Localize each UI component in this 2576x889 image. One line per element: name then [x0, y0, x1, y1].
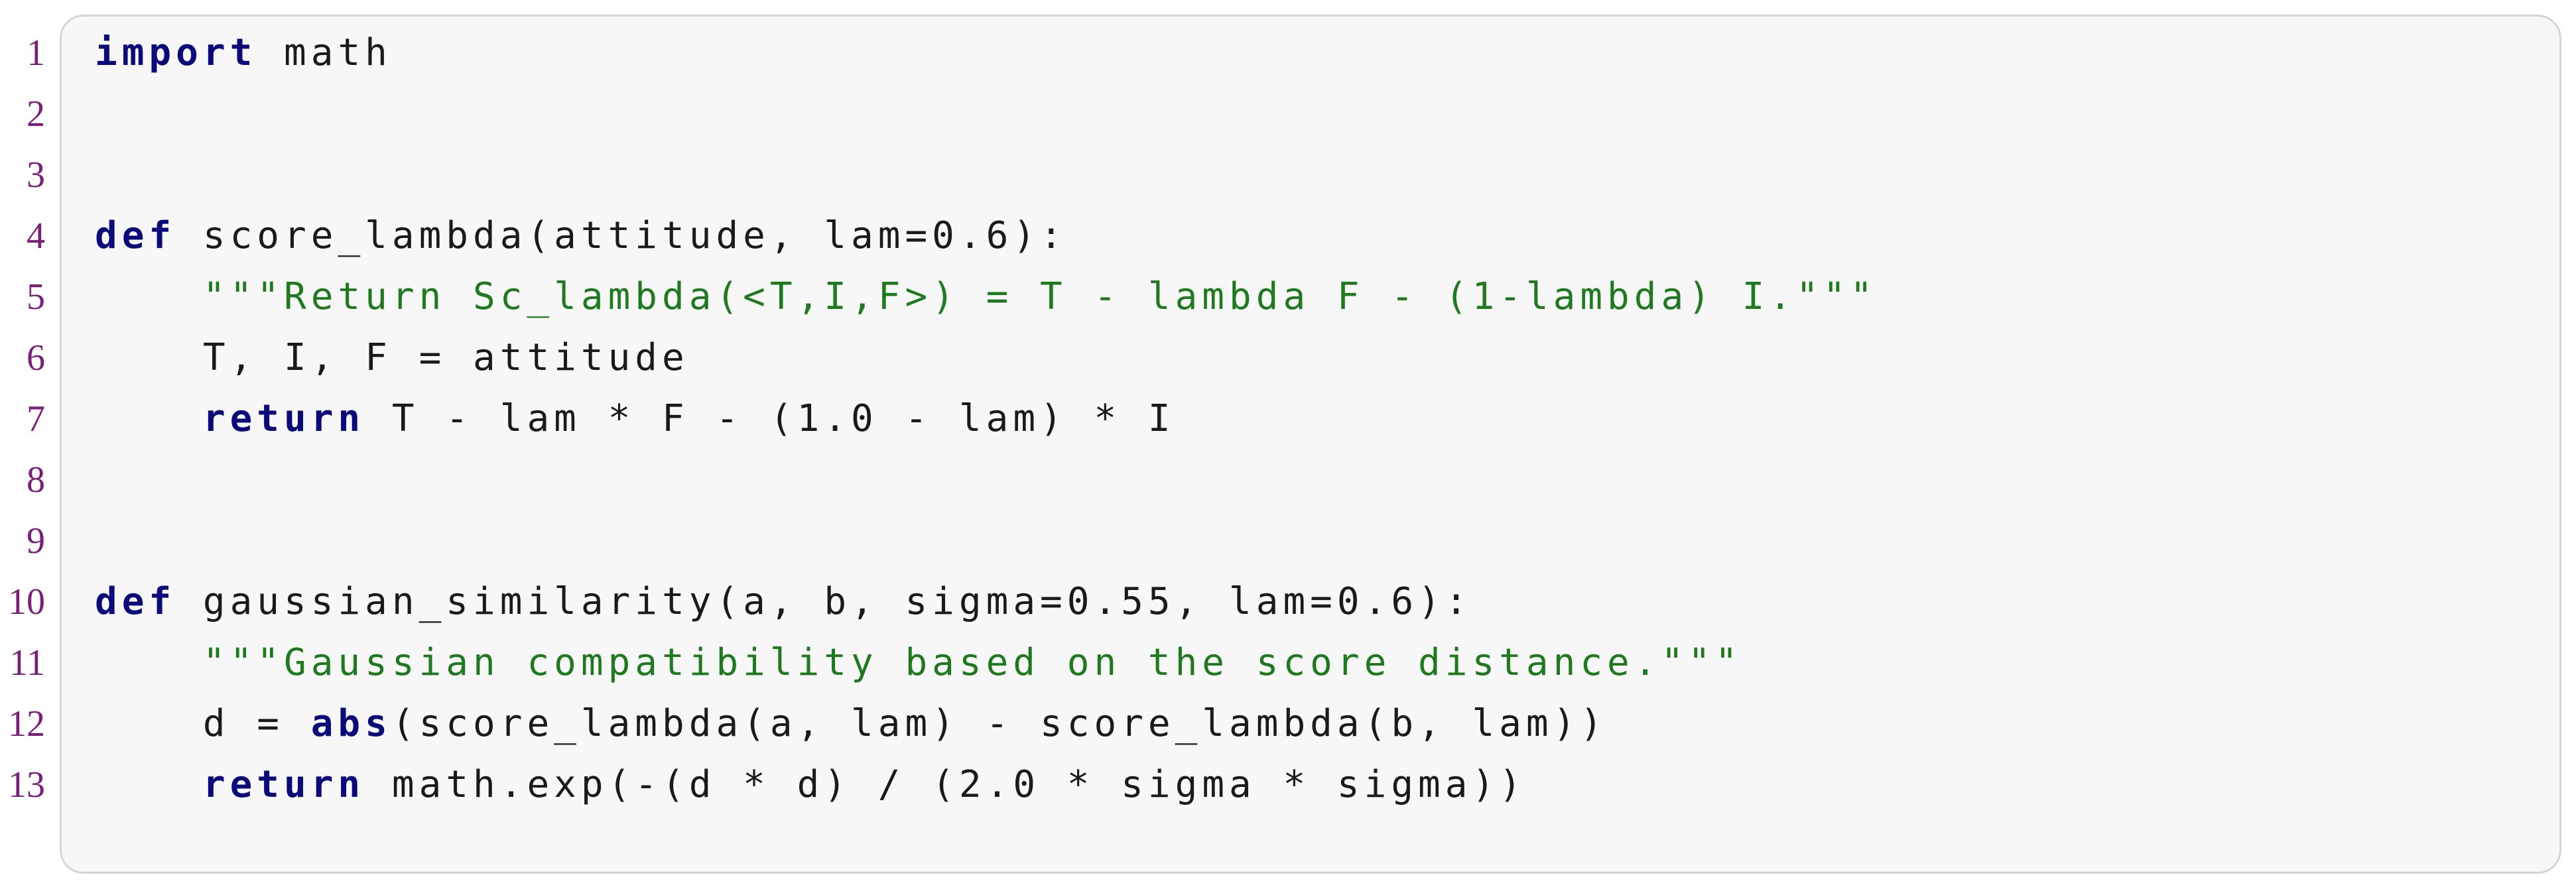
- code-keyword: return: [202, 397, 365, 440]
- code-line: 5 """Return Sc_lambda(<T,I,F>) = T - lam…: [0, 267, 2576, 327]
- code-text: """Return Sc_lambda(<T,I,F>) = T - lambd…: [95, 267, 1877, 327]
- code-text: def score_lambda(attitude, lam=0.6):: [95, 206, 1067, 267]
- code-token: d =: [95, 702, 311, 745]
- line-number: 3: [27, 154, 45, 196]
- code-token: [95, 641, 203, 684]
- code-token: score_lambda(attitude, lam=0.6):: [176, 214, 1067, 257]
- code-text: """Gaussian compatibility based on the s…: [95, 632, 1742, 693]
- code-keyword: abs: [310, 702, 392, 745]
- code-text: return T - lam * F - (1.0 - lam) * I: [95, 388, 1175, 449]
- code-string: """Return Sc_lambda(<T,I,F>) = T - lambd…: [202, 275, 1878, 318]
- line-number: 12: [8, 703, 45, 744]
- code-line: 2: [0, 84, 2576, 145]
- code-line: 1 import math: [0, 23, 2576, 84]
- line-number: 8: [27, 459, 45, 501]
- code-line: 10 def gaussian_similarity(a, b, sigma=0.…: [0, 571, 2576, 632]
- line-number: 9: [27, 520, 45, 562]
- code-token: (score_lambda(a, lam) - score_lambda(b, …: [391, 702, 1608, 745]
- code-token: T, I, F = attitude: [95, 336, 689, 379]
- code-keyword: def: [95, 214, 176, 257]
- line-number: 13: [8, 764, 45, 805]
- line-number: 7: [27, 398, 45, 440]
- code-line: 11 """Gaussian compatibility based on th…: [0, 632, 2576, 693]
- code-keyword: return: [202, 763, 365, 806]
- code-text: def gaussian_similarity(a, b, sigma=0.55…: [95, 571, 1472, 632]
- code-token: [95, 397, 203, 440]
- code-keyword: import: [95, 31, 257, 74]
- code-line: 8: [0, 449, 2576, 510]
- line-number: 1: [27, 32, 45, 74]
- code-token: math: [257, 31, 392, 74]
- line-number: 4: [27, 215, 45, 257]
- code-line: 7 return T - lam * F - (1.0 - lam) * I: [0, 388, 2576, 449]
- code-block: [60, 15, 2561, 874]
- line-number: 2: [27, 93, 45, 135]
- line-number: 10: [8, 581, 45, 622]
- code-line: 13 return math.exp(-(d * d) / (2.0 * sig…: [0, 754, 2576, 815]
- code-text: T, I, F = attitude: [95, 327, 689, 388]
- code-line: 3: [0, 145, 2576, 206]
- line-number: 6: [27, 337, 45, 379]
- line-number: 5: [27, 276, 45, 318]
- code-line: 9: [0, 510, 2576, 571]
- code-line: 6 T, I, F = attitude: [0, 327, 2576, 388]
- code-keyword: def: [95, 580, 176, 623]
- code-text: return math.exp(-(d * d) / (2.0 * sigma …: [95, 754, 1526, 815]
- code-line: 12 d = abs(score_lambda(a, lam) - score_…: [0, 693, 2576, 754]
- code-token: math.exp(-(d * d) / (2.0 * sigma * sigma…: [365, 763, 1526, 806]
- line-number: 11: [9, 642, 45, 683]
- code-text: d = abs(score_lambda(a, lam) - score_lam…: [95, 693, 1607, 754]
- code-token: [95, 275, 203, 318]
- code-text: import math: [95, 23, 392, 84]
- code-string: """Gaussian compatibility based on the s…: [202, 641, 1742, 684]
- code-line: 4 def score_lambda(attitude, lam=0.6):: [0, 206, 2576, 267]
- code-token: gaussian_similarity(a, b, sigma=0.55, la…: [176, 580, 1472, 623]
- code-token: [95, 763, 203, 806]
- code-token: T - lam * F - (1.0 - lam) * I: [365, 397, 1175, 440]
